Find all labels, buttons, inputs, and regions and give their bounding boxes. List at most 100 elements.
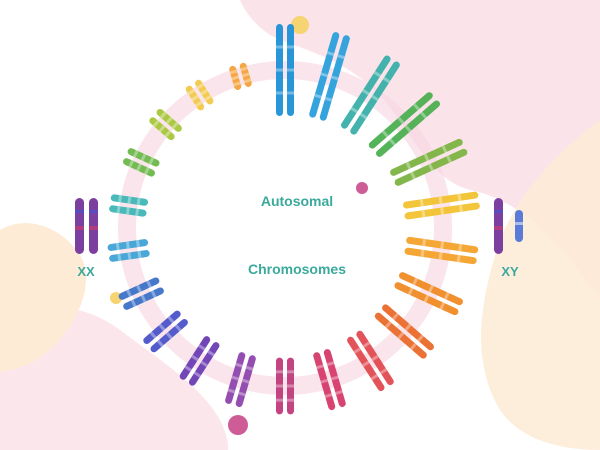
chromosome-pair-icon: [402, 191, 480, 220]
background-blob-peach-left: [0, 223, 86, 372]
chromosome-band: [143, 167, 150, 175]
chromosome-band: [337, 54, 345, 60]
x-band: [494, 226, 503, 230]
autosomal-label: Autosomal: [261, 193, 333, 209]
chromosome-pair-icon: [143, 310, 188, 353]
chromosome-body: [341, 55, 391, 129]
chromosome-band: [241, 72, 250, 78]
chromosome-body: [118, 277, 160, 300]
chromosome-band: [314, 93, 322, 99]
chromosome-pair-icon: [309, 32, 350, 121]
chromosome-body: [404, 247, 477, 265]
chromosome-band: [384, 321, 392, 329]
chromosome-pair-icon: [109, 194, 149, 217]
chromosome-right: [404, 202, 480, 220]
chromosome-body: [382, 304, 434, 351]
chromosome-band: [276, 45, 283, 49]
chromosome-band: [409, 342, 417, 351]
chromosome-right: [107, 239, 149, 251]
chromosome-left: [356, 330, 394, 386]
chromosome-band: [324, 393, 333, 398]
chromosome-band: [428, 284, 434, 293]
chromosome-left: [406, 236, 479, 254]
chromosome-band: [132, 149, 139, 158]
chromosome-right: [374, 312, 427, 359]
chromosome-body: [404, 202, 480, 220]
chromosome-right: [127, 148, 160, 167]
chromosome-band: [150, 290, 157, 298]
chromosome-right: [143, 310, 181, 344]
chromosome-band: [198, 344, 206, 351]
decor-dot-magenta-center: [356, 182, 368, 194]
chromosome-body: [123, 158, 155, 177]
x-band: [75, 210, 84, 213]
chromosome-band: [392, 312, 399, 321]
y-band: [515, 222, 523, 225]
chromosome-band: [331, 375, 339, 381]
chromosome-band: [165, 331, 173, 340]
chromosome-body: [109, 205, 147, 217]
chromosome-body: [110, 194, 149, 206]
chromosome-pair-icon: [313, 349, 346, 411]
chromosome-pair-icon: [404, 236, 479, 265]
chromosome-band: [116, 205, 121, 214]
chromosome-band: [276, 384, 283, 388]
chromosome-band: [412, 277, 418, 286]
chromosome-band: [196, 83, 205, 90]
chromosome-body: [149, 117, 175, 141]
x-band: [89, 210, 98, 213]
chromosome-right: [350, 61, 400, 135]
chromosome-body: [188, 342, 220, 386]
chromosome-right: [276, 357, 283, 415]
chromosome-band: [231, 375, 239, 381]
chromosome-pair-icon: [341, 55, 400, 135]
chromosome-band: [245, 365, 254, 371]
chromosome-band: [420, 249, 425, 258]
chromosome-band: [379, 368, 388, 375]
chromosome-body: [406, 236, 479, 254]
chromosome-left: [123, 158, 155, 177]
chromosome-band: [148, 157, 155, 165]
chromosome-band: [243, 78, 252, 84]
chromosome-band: [127, 252, 132, 260]
chromosome-right: [225, 352, 246, 404]
autosome-ring-group: [107, 24, 480, 415]
chromosome-right: [118, 277, 160, 300]
chromosome-body: [368, 92, 433, 149]
chromosome-band: [412, 103, 420, 111]
chromosome-band: [207, 350, 215, 357]
chromosome-band: [191, 94, 199, 102]
chromosome-body: [143, 310, 181, 344]
chromosome-pair-icon: [276, 24, 294, 116]
chromosome-left: [341, 55, 391, 129]
chromosome-band: [421, 209, 426, 218]
chromosome-body: [394, 282, 459, 316]
chromosome-left: [309, 32, 340, 118]
chromosome-band: [276, 370, 283, 374]
chromosome-left: [150, 318, 188, 353]
chromosome-band: [233, 81, 241, 87]
chromosome-band: [417, 334, 424, 342]
chromosome-band: [446, 155, 452, 163]
chromosome-pair-icon: [276, 357, 294, 415]
chromosome-band: [287, 398, 294, 402]
chromosome-pair-icon: [185, 79, 214, 111]
chromosome-band: [444, 292, 450, 300]
chromosome-band: [458, 204, 463, 212]
chromosome-band: [389, 138, 396, 146]
chromosome-band: [276, 68, 283, 72]
chromosome-right: [179, 336, 211, 380]
chromosome-band: [428, 163, 434, 172]
chromosome-pair-icon: [118, 277, 164, 310]
chromosome-pair-icon: [225, 352, 256, 408]
chromosome-band: [324, 96, 333, 102]
chromosome-band: [126, 289, 132, 298]
chromosome-left: [109, 250, 150, 262]
chromosome-left: [149, 117, 175, 141]
chromosome-right: [156, 108, 182, 132]
chromosome-band: [125, 241, 130, 249]
chromosome-right: [404, 247, 477, 265]
chromosome-right: [376, 100, 441, 157]
chromosome-body: [109, 250, 150, 262]
chromosome-body: [225, 352, 246, 404]
